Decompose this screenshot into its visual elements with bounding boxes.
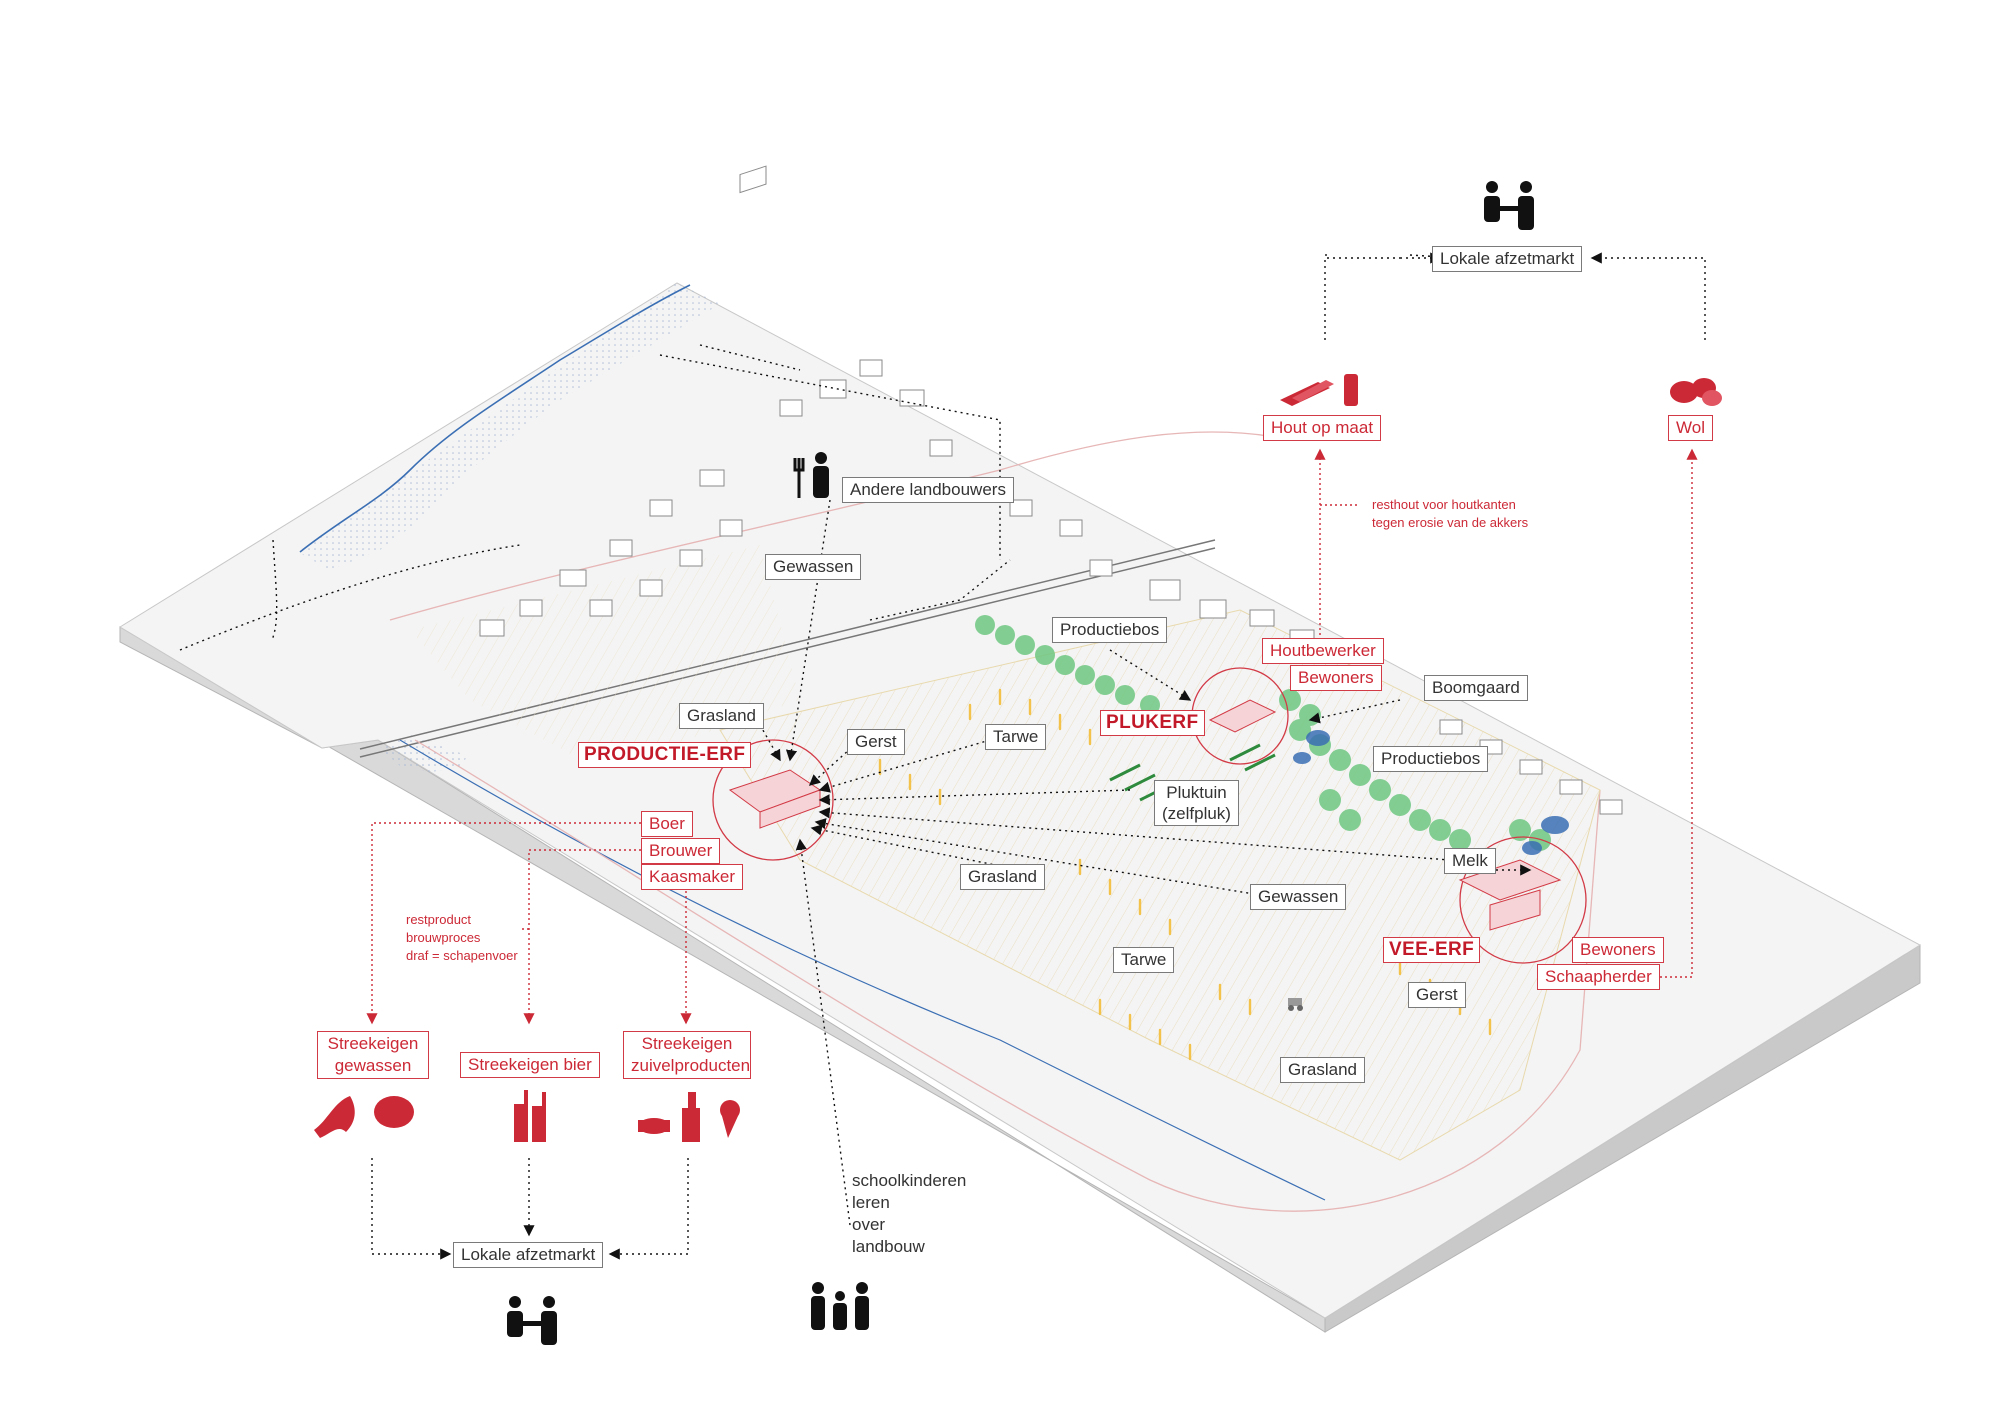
school-line-2: leren bbox=[852, 1193, 890, 1212]
brouwer-label: Brouwer bbox=[641, 838, 721, 864]
pluktuin-line-2: (zelfpluk) bbox=[1162, 804, 1231, 823]
streekeigen-gewassen-line-1: Streekeigen bbox=[327, 1034, 419, 1053]
resthout-note-1: resthout voor houtkanten bbox=[1372, 497, 1516, 512]
streekeigen-bier-label: Streekeigen bier bbox=[460, 1052, 600, 1078]
streekeigen-gewassen-line-2: gewassen bbox=[334, 1056, 412, 1075]
productie-erf-label: PRODUCTIE-ERF bbox=[578, 742, 752, 768]
beer-bottles-icon bbox=[514, 1090, 546, 1142]
lokale-afzetmarkt-top-label: Lokale afzetmarkt bbox=[1432, 246, 1583, 272]
wool-icon bbox=[1670, 378, 1722, 406]
kaasmaker-label: Kaasmaker bbox=[641, 864, 743, 890]
terrain-block bbox=[119, 282, 1921, 1333]
melk-label: Melk bbox=[1444, 848, 1496, 874]
bewoners-plukerf-label: Bewoners bbox=[1290, 665, 1382, 691]
restproduct-note-1: restproduct bbox=[406, 912, 472, 927]
lokale-afzetmarkt-bottom-label: Lokale afzetmarkt bbox=[453, 1242, 604, 1268]
zuivel-line-2: zuivelproducten bbox=[631, 1056, 751, 1075]
production-forest bbox=[975, 615, 1551, 851]
grasland-left-label: Grasland bbox=[679, 703, 764, 729]
wood-planks-icon bbox=[1280, 374, 1358, 406]
schaapherder-label: Schaapherder bbox=[1537, 964, 1660, 990]
boomgaard-label: Boomgaard bbox=[1424, 675, 1528, 701]
school-children-icon bbox=[811, 1282, 869, 1330]
restproduct-note-2: brouwproces bbox=[406, 930, 481, 945]
tarwe-bottom-label: Tarwe bbox=[1113, 947, 1175, 973]
market-people-icon bbox=[1484, 181, 1534, 230]
grasland-bottom-label: Grasland bbox=[1280, 1057, 1365, 1083]
bewoners-vee-label: Bewoners bbox=[1572, 937, 1664, 963]
plukerf-label: PLUKERF bbox=[1100, 710, 1205, 736]
dairy-icon bbox=[638, 1092, 740, 1142]
market-people-icon-bottom bbox=[507, 1296, 557, 1345]
tractor-icon bbox=[1288, 998, 1303, 1011]
school-line-3: over bbox=[852, 1215, 886, 1234]
andere-landbouwers-label: Andere landbouwers bbox=[842, 477, 1014, 503]
boer-label: Boer bbox=[641, 811, 693, 837]
school-line-1: schoolkinderen bbox=[852, 1171, 967, 1190]
streekeigen-gewassen-label: Streekeigen gewassen bbox=[317, 1031, 429, 1079]
productiebos-top-label: Productiebos bbox=[1052, 617, 1168, 643]
hout-op-maat-label: Hout op maat bbox=[1263, 415, 1382, 441]
tarwe-top-label: Tarwe bbox=[985, 724, 1047, 750]
streekeigen-zuivel-label: Streekeigen zuivelproducten bbox=[623, 1031, 751, 1079]
zuivel-line-1: Streekeigen bbox=[641, 1034, 733, 1053]
farm-buildings bbox=[728, 699, 1562, 931]
vegetables-icon bbox=[314, 1096, 414, 1138]
gewassen-mid-label: Gewassen bbox=[1250, 884, 1347, 910]
productiebos-right-label: Productiebos bbox=[1373, 746, 1489, 772]
farmer-fork-icon bbox=[793, 452, 829, 498]
pluktuin-line-1: Pluktuin bbox=[1166, 783, 1227, 802]
pluktuin-label: Pluktuin (zelfpluk) bbox=[1154, 780, 1239, 826]
wol-label: Wol bbox=[1668, 415, 1713, 441]
grasland-mid-label: Grasland bbox=[960, 864, 1045, 890]
houtbewerker-label: Houtbewerker bbox=[1262, 638, 1384, 664]
gerst-left-label: Gerst bbox=[847, 729, 905, 755]
resthout-note-2: tegen erosie van de akkers bbox=[1372, 515, 1529, 530]
gewassen-top-label: Gewassen bbox=[765, 554, 862, 580]
restproduct-note-3: draf = schapenvoer bbox=[406, 948, 518, 963]
school-line-4: landbouw bbox=[852, 1237, 925, 1256]
vee-erf-label: VEE-ERF bbox=[1383, 937, 1481, 963]
ponds bbox=[1293, 730, 1569, 855]
flow-lines bbox=[179, 251, 1706, 1260]
gerst-right-label: Gerst bbox=[1408, 982, 1466, 1008]
